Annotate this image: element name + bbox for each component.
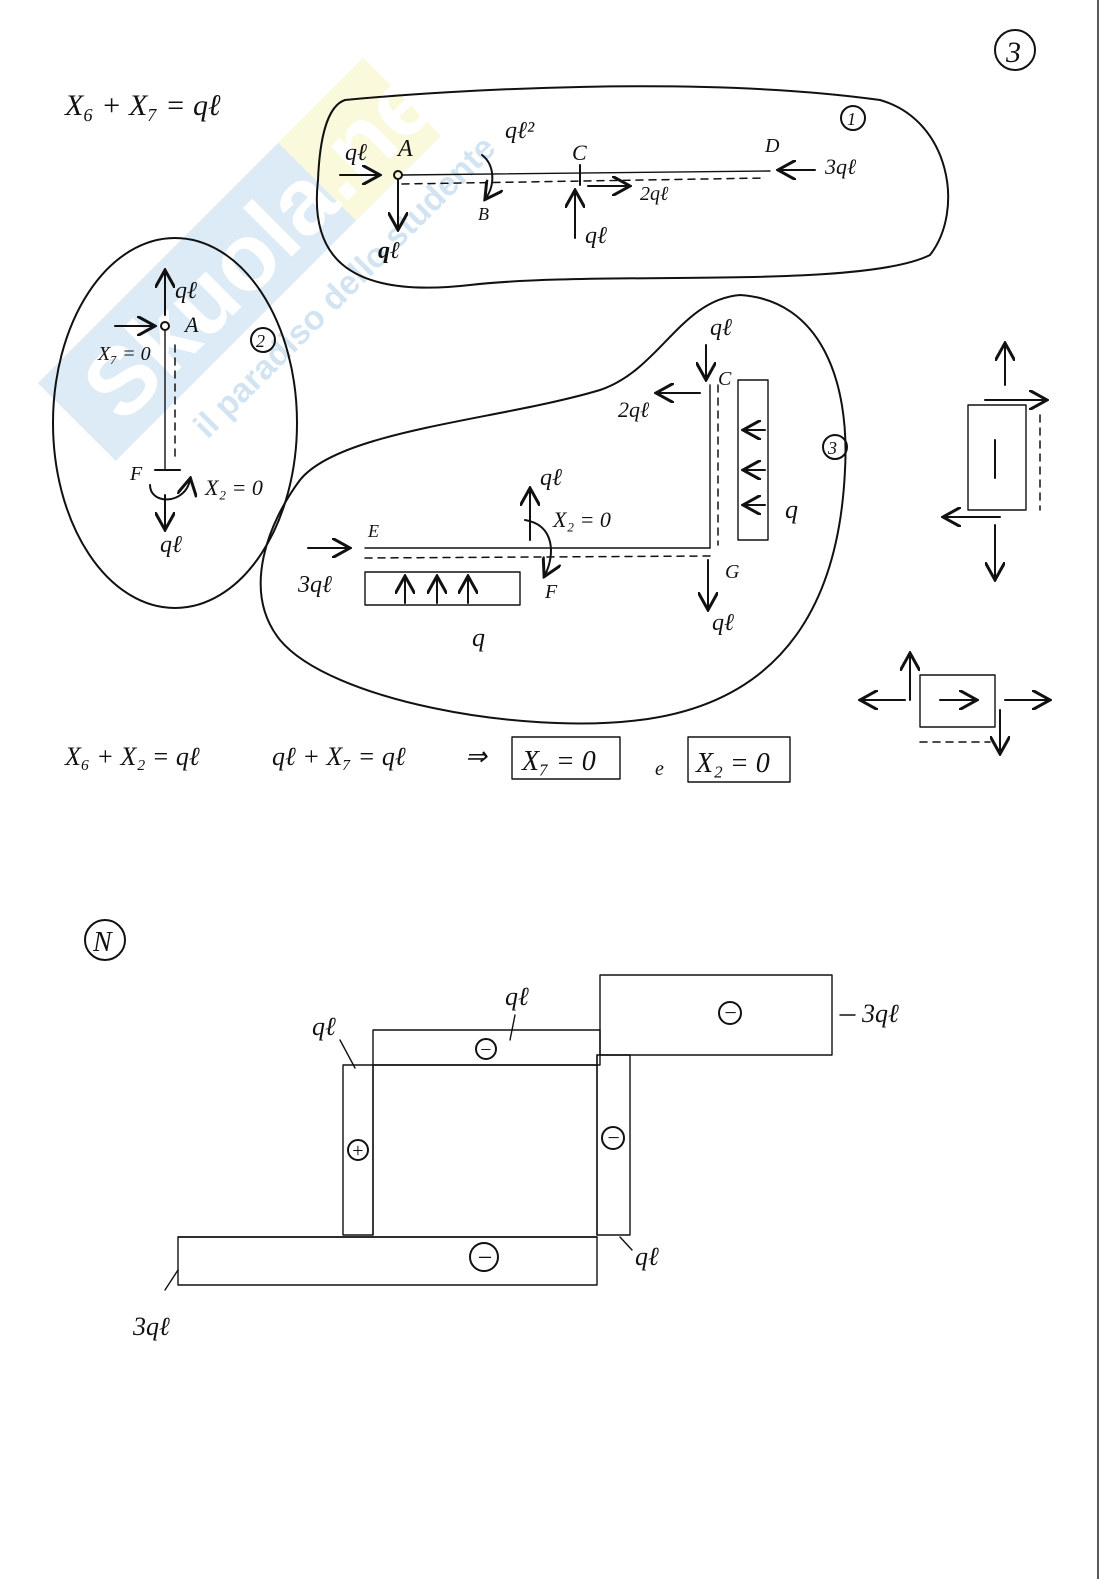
top-equation: X₆ + X₇ = qℓ	[64, 89, 221, 122]
svg-text:3qℓ: 3qℓ	[861, 999, 899, 1028]
svg-text:X₂ = 0: X₂ = 0	[552, 507, 611, 532]
svg-text:q: q	[785, 495, 798, 524]
svg-text:X₂ = 0: X₂ = 0	[204, 475, 263, 500]
svg-text:−: −	[606, 1125, 621, 1150]
svg-text:qℓ + X₇ = qℓ: qℓ + X₇ = qℓ	[272, 742, 406, 771]
svg-text:2qℓ: 2qℓ	[640, 183, 669, 205]
free-body-2: 2 qℓ A X₇ = 0 F X₂ = 0 qℓ	[52, 237, 298, 609]
svg-text:C: C	[572, 140, 587, 165]
svg-text:3: 3	[827, 438, 837, 458]
svg-text:X₆ + X₂ = qℓ: X₆ + X₂ = qℓ	[64, 742, 200, 771]
svg-text:X₂ = 0: X₂ = 0	[695, 748, 770, 779]
svg-text:q: q	[472, 623, 485, 652]
svg-text:⇒: ⇒	[465, 742, 488, 771]
sign-convention-vertical	[945, 345, 1045, 578]
svg-text:−: −	[476, 1243, 494, 1272]
svg-text:qℓ: qℓ	[160, 532, 182, 558]
svg-text:E: E	[367, 521, 379, 541]
svg-text:N: N	[92, 927, 113, 958]
svg-text:G: G	[725, 561, 740, 583]
free-body-3: 3 qℓ C 2qℓ q qℓ X₂ = 0 E 3qℓ F G q qℓ	[259, 294, 848, 725]
svg-text:−: −	[479, 1039, 493, 1061]
sign-convention-horizontal	[862, 655, 1048, 752]
svg-text:e: e	[655, 758, 664, 780]
svg-text:qℓ: qℓ	[712, 610, 734, 636]
svg-text:+: +	[351, 1140, 365, 1162]
svg-text:A: A	[183, 312, 199, 337]
free-body-1: 1 qℓ A qℓ² C D 3qℓ B 2qℓ qℓ qℓ	[315, 85, 950, 289]
svg-text:qℓ: qℓ	[635, 1242, 659, 1271]
svg-text:qℓ: qℓ	[312, 1012, 336, 1041]
svg-text:3qℓ: 3qℓ	[132, 1312, 170, 1341]
normal-force-diagram: N − − + − − qℓ qℓ 3qℓ qℓ 3qℓ	[84, 919, 899, 1341]
svg-text:qℓ: qℓ	[175, 278, 197, 304]
svg-text:qℓ: qℓ	[585, 223, 607, 249]
svg-text:1: 1	[847, 109, 856, 129]
svg-text:X₇ = 0: X₇ = 0	[97, 343, 151, 365]
svg-text:3qℓ: 3qℓ	[824, 154, 857, 179]
svg-text:D: D	[764, 135, 780, 157]
svg-text:F: F	[129, 463, 143, 485]
svg-text:qℓ²: qℓ²	[505, 118, 535, 144]
svg-text:qℓ: qℓ	[378, 238, 400, 264]
equations-row: X₆ + X₂ = qℓ qℓ + X₇ = qℓ ⇒ X₇ = 0 e X₂ …	[64, 736, 791, 783]
svg-text:A: A	[396, 136, 413, 162]
svg-text:F: F	[544, 581, 558, 603]
page-number: 3	[994, 29, 1036, 71]
svg-text:qℓ: qℓ	[710, 315, 732, 341]
svg-text:C: C	[718, 368, 732, 390]
svg-text:qℓ: qℓ	[345, 140, 367, 166]
svg-text:qℓ: qℓ	[505, 982, 529, 1011]
svg-text:X₇ = 0: X₇ = 0	[521, 746, 596, 777]
svg-text:qℓ: qℓ	[540, 465, 562, 491]
svg-text:−: −	[723, 1000, 738, 1025]
svg-text:2: 2	[256, 331, 265, 351]
svg-text:3: 3	[1005, 36, 1021, 69]
svg-text:B: B	[478, 204, 489, 224]
svg-text:3qℓ: 3qℓ	[297, 572, 332, 598]
svg-text:2qℓ: 2qℓ	[618, 397, 650, 422]
